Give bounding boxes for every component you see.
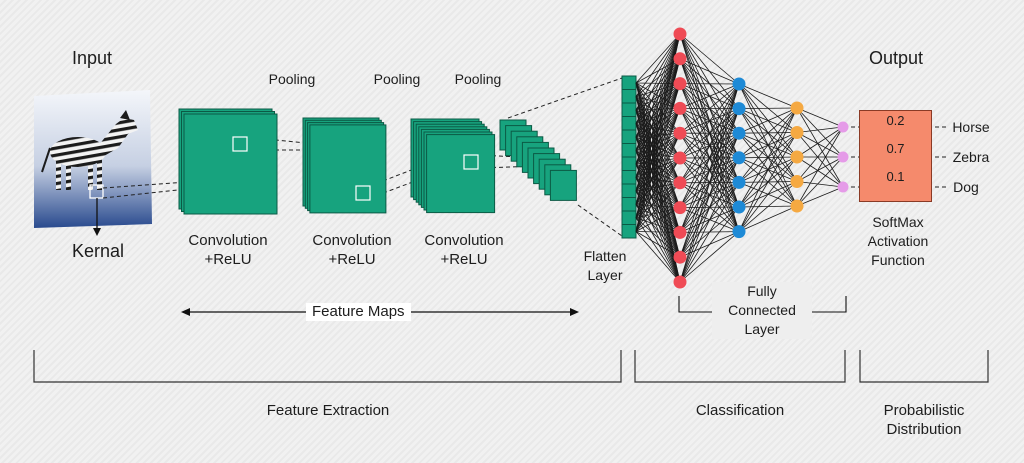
hidden-node-1 bbox=[732, 151, 746, 165]
zebra-icon bbox=[41, 110, 138, 190]
input-heading: Input bbox=[71, 48, 113, 68]
class-label-horse: Horse bbox=[952, 119, 990, 135]
network-connections bbox=[635, 33, 844, 283]
flatten-cell bbox=[621, 197, 637, 212]
feature-maps-label: Feature Maps bbox=[306, 303, 411, 321]
feature-map-b-4 bbox=[309, 124, 387, 214]
flatten-cell bbox=[621, 75, 637, 90]
conv-label-1: Convolution +ReLU bbox=[188, 232, 268, 268]
flatten-cell bbox=[621, 102, 637, 117]
input-node bbox=[673, 275, 687, 289]
flatten-cell bbox=[621, 183, 637, 198]
conv-label-3: Convolution +ReLU bbox=[424, 232, 504, 268]
flatten-cell bbox=[621, 156, 637, 171]
feature-map-stack-1 bbox=[178, 108, 278, 215]
kernel-window-map3 bbox=[463, 154, 479, 170]
hidden-node-1 bbox=[732, 175, 746, 189]
conv-label-2: Convolution +ReLU bbox=[312, 232, 392, 268]
input-node bbox=[673, 126, 687, 140]
input-node bbox=[673, 27, 687, 41]
softmax-box: 0.2 0.7 0.1 bbox=[859, 110, 932, 202]
input-node bbox=[673, 151, 687, 165]
stage-feature-extraction: Feature Extraction bbox=[266, 402, 390, 419]
network-nodes bbox=[673, 27, 849, 289]
hidden-node-1 bbox=[732, 225, 746, 239]
flatten-cell bbox=[621, 129, 637, 144]
flatten-cell bbox=[621, 116, 637, 131]
hidden-node-2 bbox=[790, 101, 804, 115]
input-image bbox=[34, 90, 152, 228]
flatten-cell bbox=[621, 89, 637, 104]
section-brackets bbox=[33, 350, 989, 383]
output-node bbox=[837, 151, 849, 163]
output-node bbox=[837, 181, 849, 193]
input-node bbox=[673, 250, 687, 264]
pooling-label-3: Pooling bbox=[454, 71, 502, 87]
input-node bbox=[673, 225, 687, 239]
feature-map-d-10 bbox=[549, 169, 577, 201]
hidden-node-1 bbox=[732, 102, 746, 116]
feature-map-c-7 bbox=[426, 134, 496, 214]
hidden-node-1 bbox=[732, 126, 746, 140]
feature-map-stack-2 bbox=[302, 117, 387, 214]
flatten-cell bbox=[621, 224, 637, 239]
flatten-cell bbox=[621, 210, 637, 225]
probability-3: 0.1 bbox=[886, 169, 905, 184]
class-label-dog: Dog bbox=[953, 179, 979, 195]
feature-map-a-3 bbox=[183, 113, 278, 215]
output-node bbox=[837, 121, 849, 133]
flatten-layer bbox=[621, 75, 637, 239]
stage-probabilistic-distribution: Probabilistic Distribution bbox=[883, 402, 965, 438]
softmax-label: SoftMax Activation Function bbox=[867, 214, 929, 268]
stage-classification: Classification bbox=[695, 402, 785, 419]
pooling-label-2: Pooling bbox=[373, 71, 421, 87]
pooling-label-1: Pooling bbox=[268, 71, 316, 87]
feature-map-stack-4 bbox=[499, 119, 577, 201]
input-node bbox=[673, 77, 687, 91]
hidden-node-2 bbox=[790, 126, 804, 139]
probability-1: 0.2 bbox=[886, 113, 905, 128]
hidden-node-1 bbox=[732, 77, 746, 91]
class-label-zebra: Zebra bbox=[952, 149, 990, 165]
input-node bbox=[673, 176, 687, 190]
kernel-window-map2 bbox=[355, 185, 371, 201]
feature-map-stack-3 bbox=[410, 118, 496, 214]
kernal-label: Kernal bbox=[71, 241, 125, 261]
hidden-node-2 bbox=[790, 150, 804, 164]
flatten-cell bbox=[621, 143, 637, 158]
probability-2: 0.7 bbox=[886, 141, 905, 156]
input-node bbox=[673, 201, 687, 215]
input-node bbox=[673, 101, 687, 115]
flatten-layer-label: Flatten Layer bbox=[583, 248, 627, 283]
hidden-node-1 bbox=[732, 200, 746, 214]
fully-connected-label: Fully Connected Layer bbox=[712, 282, 812, 339]
hidden-node-2 bbox=[790, 199, 804, 213]
hidden-node-2 bbox=[790, 175, 804, 188]
input-node bbox=[673, 52, 687, 66]
kernel-window-map1 bbox=[232, 136, 248, 152]
flatten-cell bbox=[621, 170, 637, 185]
output-heading: Output bbox=[868, 48, 924, 68]
